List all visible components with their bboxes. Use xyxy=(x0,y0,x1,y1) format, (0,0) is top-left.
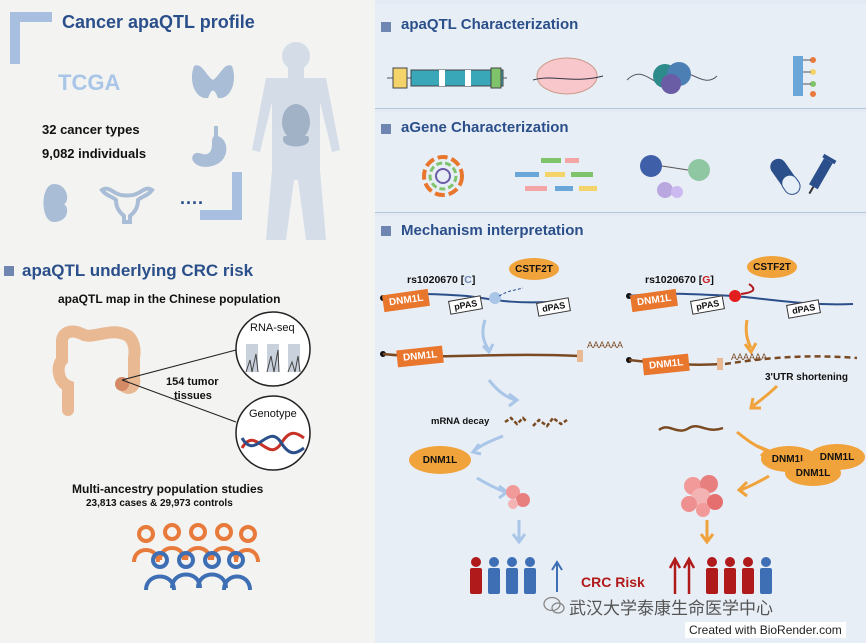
left-panel: Cancer apaQTL profile TCGA 32 cancer typ… xyxy=(0,0,375,643)
apaqtl-characterization-title: apaQTL Characterization xyxy=(401,16,579,33)
mechanism-title: Mechanism interpretation xyxy=(401,222,584,239)
biorender-credit: Created with BioRender.com xyxy=(685,622,846,638)
left-arrow-down xyxy=(511,520,527,545)
crc-risk-title: apaQTL underlying CRC risk xyxy=(22,261,254,280)
polya-right: AAAAAA xyxy=(731,352,768,362)
right-mrna-stable xyxy=(658,425,724,432)
people-right-icon xyxy=(706,557,772,594)
section-bullet xyxy=(381,226,391,236)
population-crowd-icon xyxy=(132,523,260,591)
crc-risk-label: CRC Risk xyxy=(581,574,645,590)
agene-characterization-title: aGene Characterization xyxy=(401,119,569,136)
risk-arrows-up xyxy=(668,556,696,594)
genotype-label: Genotype xyxy=(249,408,297,420)
right-arrow-1 xyxy=(743,319,758,355)
normal-cells-icon xyxy=(506,485,530,509)
connector-lines xyxy=(121,349,237,423)
protein-interaction-icon xyxy=(640,155,710,198)
circos-plot-icon xyxy=(422,155,464,197)
apaqtl-characterization-panel: apaQTL Characterization xyxy=(375,4,866,109)
people-left-icon xyxy=(470,557,536,594)
left-arrow-2 xyxy=(487,379,520,408)
wechat-icon xyxy=(543,596,565,614)
colon-icon xyxy=(52,325,141,416)
left-arrow-3 xyxy=(470,434,504,456)
mechanism-panel: Mechanism interpretation xyxy=(375,216,866,643)
individuals-count: 9,082 individuals xyxy=(42,146,147,161)
right-panel: apaQTL Characterization aGene Characteri… xyxy=(375,0,866,643)
syringe-icon xyxy=(808,153,837,195)
snp-right-id: rs1020670 xyxy=(645,274,696,286)
utr-shortening-label: 3'UTR shortening xyxy=(765,372,848,383)
pathway-network-icon xyxy=(515,158,597,191)
left-arrow-1 xyxy=(481,319,495,355)
watermark-text: 武汉大学泰康生命医学中心 xyxy=(569,599,773,618)
corner-bracket-bottom xyxy=(200,172,242,220)
section-bullet xyxy=(381,124,391,134)
chinese-map-title: apaQTL map in the Chinese population xyxy=(58,292,281,306)
stomach-icon xyxy=(192,126,227,167)
genotype-circle xyxy=(235,395,311,471)
dnm1l-protein-right-3: DNM1L xyxy=(785,460,841,486)
uterus-icon xyxy=(99,186,155,224)
cancer-types-count: 32 cancer types xyxy=(42,122,140,137)
allele-right: G xyxy=(702,274,711,286)
section-bullet xyxy=(381,22,391,32)
right-arrow-4 xyxy=(736,474,770,498)
mrna-decay-label: mRNA decay xyxy=(431,416,490,427)
multi-ancestry-title: Multi-ancestry population studies xyxy=(72,482,264,496)
cstf2t-right: CSTF2T xyxy=(747,256,797,278)
more-organs-ellipsis: .... xyxy=(180,188,205,208)
ribosome-icon xyxy=(532,57,604,95)
right-arrow-2 xyxy=(749,384,779,410)
mrna-fragments xyxy=(504,416,568,428)
section-bullet xyxy=(4,266,14,276)
cstf2t-left: CSTF2T xyxy=(509,258,559,280)
chromatin-icon xyxy=(626,62,718,94)
snp-left-id: rs1020670 xyxy=(407,274,458,286)
rnaseq-circle xyxy=(235,311,311,387)
dnm1l-protein-left: DNM1L xyxy=(409,446,471,474)
gene-structure-icon xyxy=(387,67,507,89)
rnaseq-label: RNA-seq xyxy=(250,322,295,334)
tumor-count-line1: 154 tumor xyxy=(166,376,219,388)
cases-controls: 23,813 cases & 29,973 controls xyxy=(86,498,233,509)
dna-binding-icon xyxy=(793,56,816,97)
thyroid-icon xyxy=(191,65,235,99)
right-arrow-down xyxy=(699,520,715,545)
tumor-cells-icon xyxy=(681,475,723,517)
tcga-label: TCGA xyxy=(58,70,121,95)
tumor-count-line2: tissues xyxy=(174,390,212,402)
snp-left: rs1020670 [C] xyxy=(407,274,476,286)
human-body-icon xyxy=(252,42,340,240)
corner-bracket-top xyxy=(10,12,52,64)
kidney-icon xyxy=(43,184,68,222)
agene-characterization-panel: aGene Characterization xyxy=(375,112,866,213)
polya-left: AAAAAA xyxy=(587,340,624,350)
profile-title: Cancer apaQTL profile xyxy=(62,12,255,32)
allele-left: C xyxy=(464,274,472,286)
protective-arrow-up xyxy=(551,560,563,592)
snp-right: rs1020670 [G] xyxy=(645,274,714,286)
drug-capsule-icon xyxy=(770,158,801,195)
